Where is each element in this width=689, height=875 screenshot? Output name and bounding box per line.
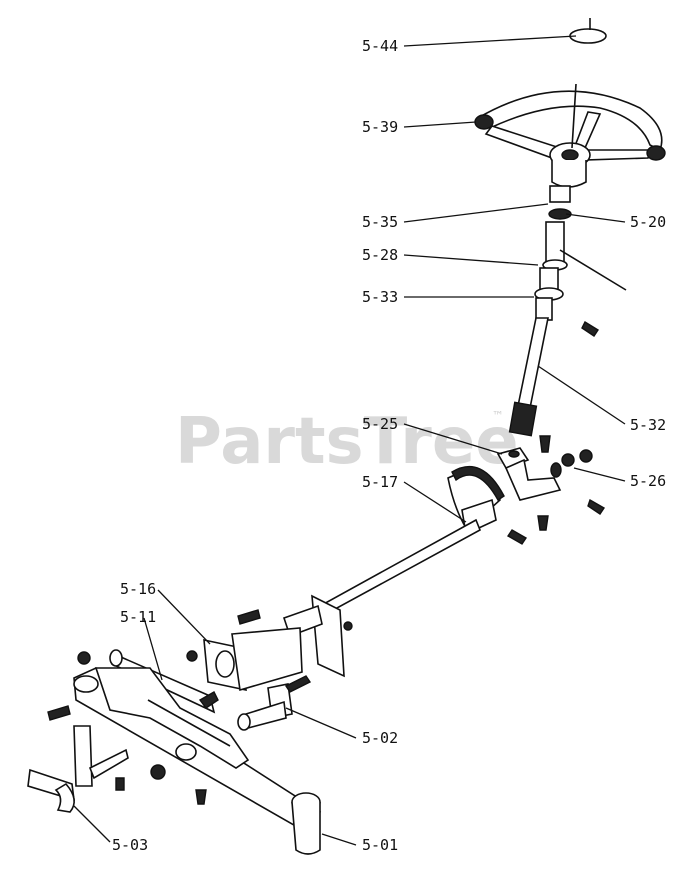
callout-5-39: 5-39 [362, 118, 398, 136]
callout-5-28: 5-28 [362, 246, 398, 264]
callout-labels: 5-44 5-39 5-35 5-20 5-28 5-33 5-32 5-25 … [112, 37, 666, 854]
callout-5-02: 5-02 [362, 729, 398, 747]
callout-5-35: 5-35 [362, 213, 398, 231]
callout-5-44: 5-44 [362, 37, 398, 55]
leader-lines [73, 35, 626, 846]
watermark-trademark: ™ [492, 409, 504, 423]
parts-drawing [27, 18, 666, 855]
part-upper-shaft [534, 185, 627, 337]
part-spindle [27, 651, 207, 813]
part-cap [569, 18, 607, 44]
callout-5-11: 5-11 [120, 608, 156, 626]
part-sector-gear [318, 465, 527, 616]
part-steering-wheel [474, 83, 666, 188]
callout-5-16: 5-16 [120, 580, 156, 598]
callout-5-03: 5-03 [112, 836, 148, 854]
part-steering-shaft [508, 317, 549, 437]
callout-5-01: 5-01 [362, 836, 398, 854]
part-pinion-bracket [496, 435, 605, 531]
callout-5-17: 5-17 [362, 473, 398, 491]
part-flange-bushing [186, 627, 303, 692]
callout-5-26: 5-26 [630, 472, 666, 490]
callout-5-25: 5-25 [362, 415, 398, 433]
callout-5-33: 5-33 [362, 288, 398, 306]
part-pivot-bolt [237, 675, 312, 731]
part-front-axle [73, 667, 322, 855]
callout-5-32: 5-32 [630, 416, 666, 434]
callout-5-20: 5-20 [630, 213, 666, 231]
